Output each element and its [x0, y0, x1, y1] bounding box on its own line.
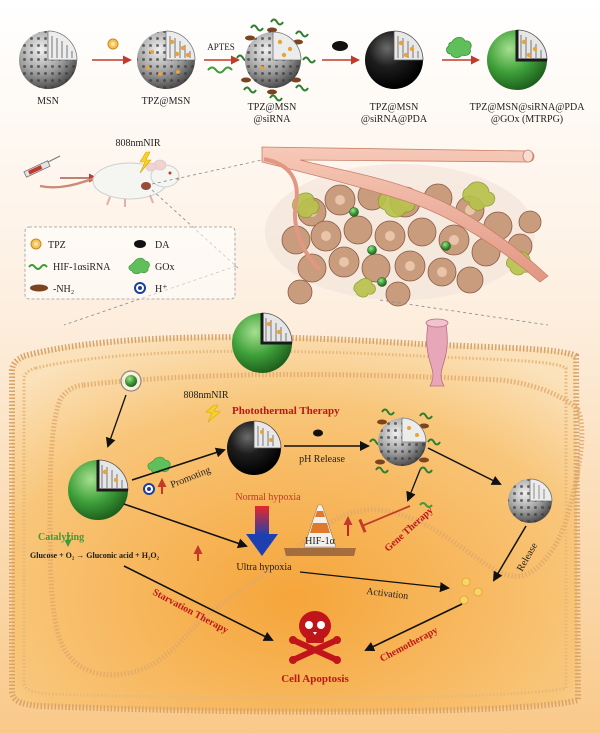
nanoparticle-tpz-msn-sirna — [236, 18, 316, 102]
legend-h-label: H⁺ — [155, 284, 168, 295]
hif-cone-icon — [284, 504, 356, 556]
synthesis-step-1-label: MSN — [37, 96, 59, 107]
arrow-release — [492, 525, 527, 582]
normal-hypoxia-label: Normal hypoxia — [235, 492, 301, 503]
legend: TPZ DA HIF-1αsiRNA GOx -NH₂ H⁺ — [24, 226, 236, 300]
cell-laser-label: 808nmNIR — [184, 390, 229, 401]
tumor-on-mouse — [141, 182, 151, 190]
aptes-label: APTES — [207, 42, 235, 52]
hypoxia-arrow-shaft — [255, 506, 269, 536]
nanoparticle-pda-coated — [365, 30, 424, 89]
legend-nh2-label: -NH₂ — [53, 284, 74, 295]
nanoparticle-tpz-msn — [137, 30, 196, 89]
arrow-endosome-to-particle — [105, 394, 127, 448]
released-tpz-dots — [459, 577, 483, 605]
membrane-channel — [425, 318, 449, 387]
nir-lightning-icon — [139, 151, 152, 174]
tumor-tissue — [261, 146, 549, 307]
sirna-particle-in-cell — [369, 408, 441, 474]
reaction-label: Glucose + O₂ → Gluconic acid + H₂O₂ — [30, 551, 160, 560]
mtrpg-entering — [232, 312, 293, 373]
synthesis-step-2-label: TPZ@MSN — [142, 96, 191, 107]
arrow-chemotherapy — [364, 603, 463, 652]
endosome — [120, 370, 142, 392]
legend-nh2-icon — [30, 284, 48, 292]
cancer-cell: Promoting 808nmNIR Photothermal Therapy … — [9, 312, 585, 715]
da-release-icon — [313, 429, 323, 437]
legend-tpz-label: TPZ — [48, 240, 66, 251]
legend-sirna-icon — [28, 264, 48, 270]
syringe-icon — [23, 155, 61, 178]
arrow-starvation — [123, 565, 274, 641]
synthesis-row: MSN TPZ@MSN APTES — [19, 18, 586, 125]
cell-nir-lightning-icon — [205, 404, 221, 423]
cell-membrane-outer — [9, 334, 582, 715]
legend-da-label: DA — [155, 240, 170, 251]
arrow-to-hypoxia — [123, 503, 248, 549]
synthesis-step-4-label-2: @siRNA@PDA — [361, 114, 428, 125]
arrow-gene-therapy-from-particle — [406, 469, 421, 502]
synthesis-step-3-label-2: @siRNA — [254, 114, 292, 125]
skull-crossbones-icon — [289, 611, 341, 664]
legend-sirna-label: HIF-1αsiRNA — [53, 262, 111, 273]
legend-box — [24, 226, 236, 300]
sirna-icon — [207, 66, 233, 74]
legend-da-icon — [134, 240, 146, 248]
legend-gox-icon — [128, 257, 150, 275]
in-vivo-section: 808nmNIR — [23, 138, 549, 326]
pda-particle-in-cell — [227, 420, 282, 475]
arrow-promoting — [131, 447, 226, 481]
photothermal-therapy-label: Photothermal Therapy — [232, 405, 340, 417]
blood-vessel — [261, 146, 549, 283]
in-vivo-laser-label: 808nmNIR — [116, 138, 161, 149]
synthesis-step-5-label-2: @GOx (MTRPG) — [491, 114, 563, 125]
nanoparticle-msn — [19, 30, 78, 89]
da-icon — [332, 41, 348, 51]
released-msn — [508, 478, 553, 523]
sirna-gene-therapy-icon — [419, 502, 433, 508]
nanoparticle-mtrpg — [487, 29, 548, 90]
synthesis-step-4-label-1: TPZ@MSN — [370, 102, 419, 113]
gox-icon — [446, 36, 472, 58]
inhibit-line-hif — [358, 505, 411, 533]
cell-apoptosis-label: Cell Apoptosis — [281, 673, 349, 685]
activation-label: Activation — [366, 586, 409, 602]
arrow-to-released-msn — [427, 447, 502, 485]
arrow-activation — [299, 571, 450, 593]
mouse-illustration — [39, 159, 180, 207]
ultra-hypoxia-label: Ultra hypoxia — [236, 562, 292, 573]
mtrpg-in-cell — [68, 459, 129, 520]
ph-release-label: pH Release — [299, 454, 345, 465]
legend-gox-label: GOx — [155, 262, 174, 273]
hypoxia-arrow-head — [246, 534, 278, 556]
catalyzing-label: Catalyzing — [38, 532, 84, 543]
synthesis-step-5-label-1: TPZ@MSN@siRNA@PDA — [470, 102, 586, 113]
synthesis-step-3-label-1: TPZ@MSN — [248, 102, 297, 113]
hif-label: HIF-1α — [305, 536, 335, 547]
